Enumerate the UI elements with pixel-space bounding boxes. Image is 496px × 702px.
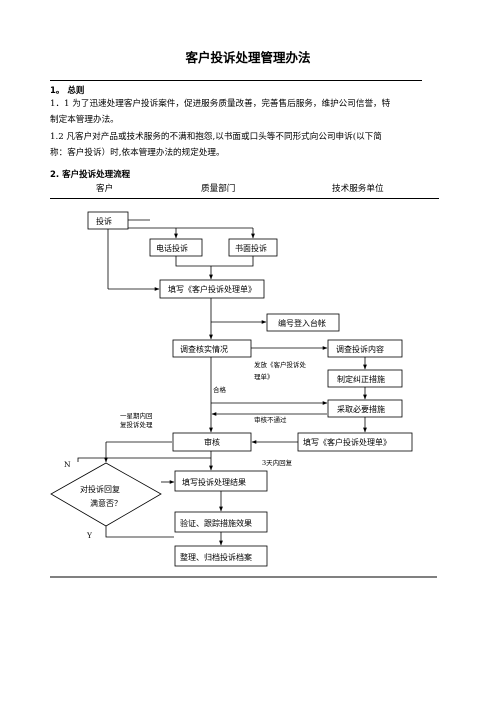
- label-review: 审核: [204, 437, 220, 447]
- column-header-quality-dept: 质量部门: [201, 184, 236, 194]
- box-archive: [174, 545, 268, 567]
- label-three-days: 3天内回复: [262, 458, 293, 467]
- label-fill-form-2: 填写《客户投诉处理单》: [303, 437, 391, 447]
- label-send-form-2: 理单》: [254, 372, 274, 381]
- label-decision-1: 对投诉回复: [80, 484, 120, 494]
- para-1-2-line-1: 1.2 凡客户对产品或技术服务的不满和抱怨,以书面或口头等不同形式向公司申诉(以…: [50, 132, 382, 142]
- para-1-1-line-1: 1．1 为了迅速处理客户投诉案件，促进服务质量改善，完善售后服务，维护公司信誉，…: [50, 99, 391, 109]
- label-written-complaint: 书面投诉: [235, 243, 267, 253]
- line-y-bottom: [105, 526, 174, 538]
- label-investigate-facts: 调查核实情况: [180, 344, 228, 354]
- label-register-ledger: 编号登入台帐: [278, 318, 326, 328]
- label-n: N: [64, 460, 71, 469]
- label-y: Y: [86, 531, 93, 540]
- label-week-reply-2: 复投诉处理: [120, 420, 153, 429]
- box-register-ledger: [266, 313, 340, 332]
- decision-diamond: [50, 462, 162, 527]
- header-rule: [50, 198, 439, 199]
- label-decision-2: 满意否？: [90, 498, 122, 508]
- para-1-1-line-2: 制定本管理办法。: [50, 115, 119, 125]
- label-complaint: 投诉: [96, 216, 112, 226]
- page-title: 客户投诉处理管理办法: [185, 50, 311, 65]
- section-1-heading: 1。 总则: [50, 86, 85, 96]
- label-corrective-measures: 制定纠正措施: [337, 374, 385, 384]
- label-week-reply-1: 一星期内回: [120, 411, 153, 420]
- label-fill-result: 填写投诉处理结果: [182, 477, 246, 487]
- label-review-fail: 审核不通过: [254, 415, 287, 424]
- column-header-customer: 客户: [96, 184, 114, 194]
- box-fill-form: [159, 279, 265, 299]
- section-2-heading: 2. 客户投诉处理流程: [50, 170, 131, 180]
- label-investigate-content: 调查投诉内容: [336, 344, 384, 354]
- label-verify: 验证、跟踪措施效果: [180, 518, 252, 528]
- line-n-loop: [77, 457, 211, 462]
- box-investigate-facts: [172, 339, 252, 358]
- label-pass: 合格: [213, 385, 227, 394]
- title-rule: [50, 80, 422, 81]
- column-header-tech-service: 技术服务单位: [332, 184, 384, 194]
- label-fill-form: 填写《客户投诉处理单》: [168, 284, 256, 294]
- label-archive: 整理、归档投诉档案: [180, 552, 252, 562]
- label-send-form-1: 发放《客户投诉处: [254, 360, 307, 369]
- box-review: [172, 432, 252, 452]
- para-1-2-line-2: 称：客户投诉）时,依本管理办法的规定处理。: [50, 148, 225, 158]
- label-phone-complaint: 电话投诉: [156, 243, 188, 253]
- label-necessary-measures: 采取必要措施: [337, 404, 385, 414]
- line-phone-down: [175, 256, 254, 267]
